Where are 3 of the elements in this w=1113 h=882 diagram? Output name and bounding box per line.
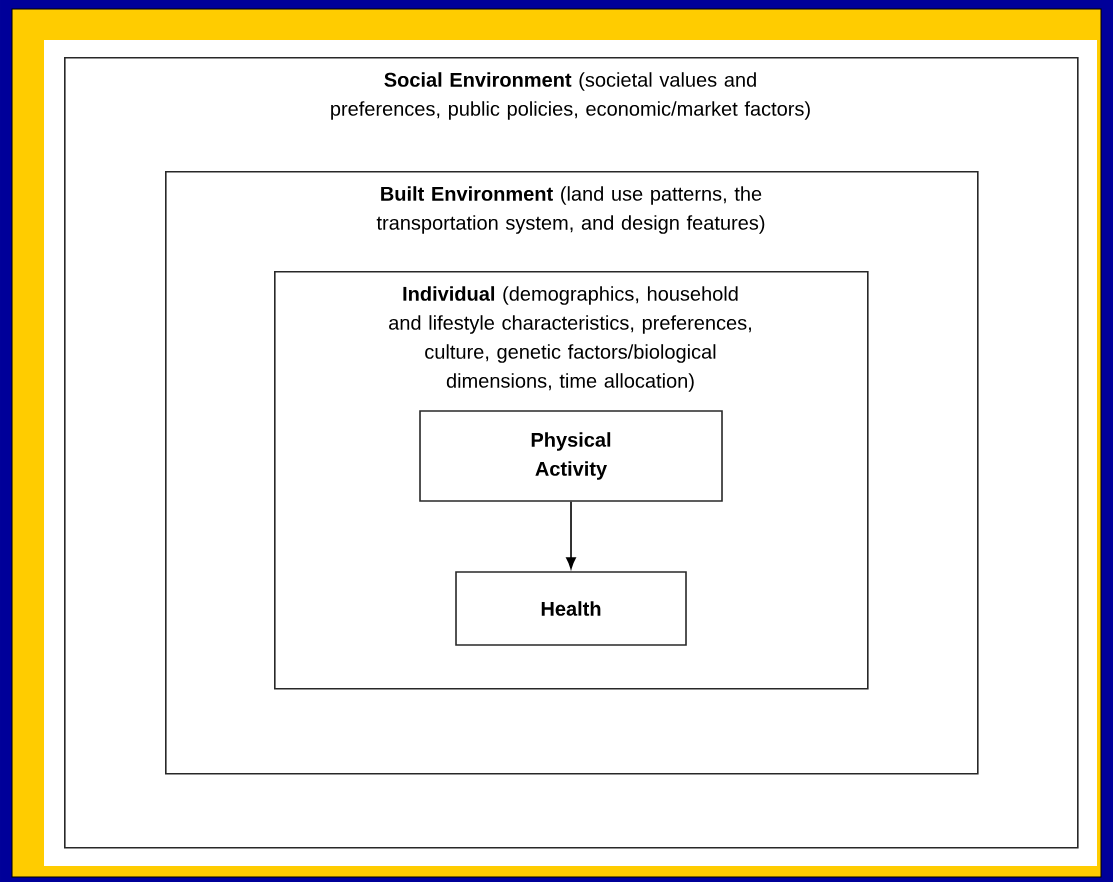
process-box: Health [455,571,687,646]
arrow [566,500,576,569]
process-box: Physical Activity [419,410,723,502]
